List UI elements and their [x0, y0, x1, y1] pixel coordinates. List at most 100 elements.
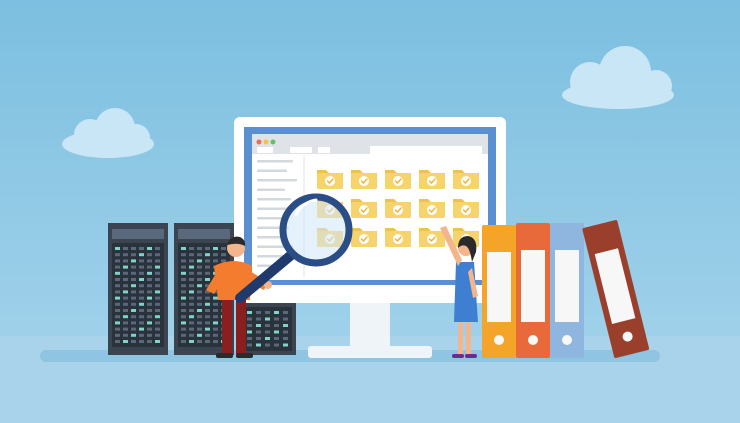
server-led: [283, 330, 288, 334]
server-led: [265, 311, 270, 314]
folder-check-icon[interactable]: [351, 170, 377, 189]
binder-blue: [550, 223, 584, 358]
server-led: [115, 302, 120, 306]
server-led: [265, 317, 270, 321]
sidebar-item[interactable]: [257, 160, 293, 163]
server-led: [115, 321, 120, 325]
server-led: [115, 296, 120, 300]
folder-check-icon[interactable]: [351, 228, 377, 247]
woman-figure: [440, 226, 478, 358]
server-led: [274, 343, 279, 347]
server-led: [131, 278, 136, 281]
sidebar-item[interactable]: [257, 217, 283, 220]
folder-check-icon[interactable]: [385, 170, 411, 189]
server-led: [123, 253, 128, 257]
cloud-left: [62, 108, 154, 158]
server-led: [256, 330, 261, 334]
server-led: [123, 302, 128, 306]
server-led: [189, 340, 194, 343]
server-led: [283, 317, 288, 321]
server-led: [181, 309, 186, 312]
server-led: [131, 284, 136, 288]
server-led: [123, 278, 128, 281]
sidebar-item[interactable]: [257, 255, 285, 258]
server-led: [221, 247, 226, 250]
server-led: [139, 327, 144, 331]
server-led: [147, 290, 152, 294]
server-led: [131, 315, 136, 319]
folder-check-icon[interactable]: [453, 170, 479, 189]
server-led: [256, 317, 261, 321]
server-led: [115, 247, 120, 250]
server-led: [139, 333, 144, 337]
server-led: [197, 259, 202, 263]
server-led: [131, 321, 136, 325]
server-led: [123, 315, 128, 319]
toolbar-button[interactable]: [318, 147, 330, 153]
sidebar-item[interactable]: [257, 179, 297, 182]
server-led: [139, 302, 144, 306]
server-led: [213, 309, 218, 312]
server-led: [189, 333, 194, 337]
server-led: [213, 302, 218, 306]
server-led: [205, 265, 210, 269]
server-led: [221, 253, 226, 257]
server-led: [131, 327, 136, 331]
folder-check-icon[interactable]: [385, 228, 411, 247]
sidebar-item[interactable]: [257, 198, 291, 201]
sidebar-item[interactable]: [257, 188, 285, 192]
folder-check-icon[interactable]: [419, 228, 445, 247]
server-led: [131, 247, 136, 250]
server-led: [189, 278, 194, 281]
server-led: [197, 265, 202, 269]
server-led: [155, 321, 160, 325]
server-led: [189, 247, 194, 250]
maximize-dot-icon[interactable]: [270, 139, 276, 145]
server-led: [205, 253, 210, 257]
sidebar-item[interactable]: [257, 207, 295, 211]
server-led: [147, 321, 152, 325]
server-led: [256, 311, 261, 314]
server-led: [247, 317, 252, 321]
minimize-dot-icon[interactable]: [263, 139, 269, 145]
server-led: [189, 253, 194, 257]
server-led: [197, 253, 202, 257]
server-led: [155, 302, 160, 306]
folder-check-icon[interactable]: [453, 199, 479, 218]
server-led: [283, 343, 288, 347]
server-led: [123, 321, 128, 325]
sidebar-item[interactable]: [257, 169, 287, 173]
back-forward-buttons[interactable]: [257, 147, 273, 153]
server-rack-icon: [240, 303, 296, 355]
binder-orange: [482, 225, 516, 358]
server-led: [147, 265, 152, 269]
magnifying-glass-icon: [235, 193, 353, 303]
server-led: [181, 278, 186, 281]
toolbar-button[interactable]: [290, 147, 312, 153]
server-led: [123, 259, 128, 263]
server-led: [115, 253, 120, 257]
server-led: [115, 309, 120, 312]
server-led: [181, 259, 186, 263]
server-led: [247, 324, 252, 327]
server-led: [205, 271, 210, 275]
server-led: [181, 290, 186, 294]
folder-check-icon[interactable]: [419, 170, 445, 189]
server-led: [155, 290, 160, 294]
server-led: [265, 324, 270, 327]
server-led: [139, 340, 144, 343]
server-led: [155, 265, 160, 269]
server-led: [205, 278, 210, 281]
sidebar-item[interactable]: [257, 236, 287, 239]
folder-check-icon[interactable]: [317, 170, 343, 189]
binder-brown: [582, 220, 650, 358]
address-bar[interactable]: [370, 146, 482, 154]
folder-check-icon[interactable]: [385, 199, 411, 218]
close-dot-icon[interactable]: [256, 139, 262, 145]
folder-check-icon[interactable]: [419, 199, 445, 218]
folder-check-icon[interactable]: [351, 199, 377, 218]
server-led: [123, 271, 128, 275]
server-led: [265, 337, 270, 340]
server-led: [205, 340, 210, 343]
